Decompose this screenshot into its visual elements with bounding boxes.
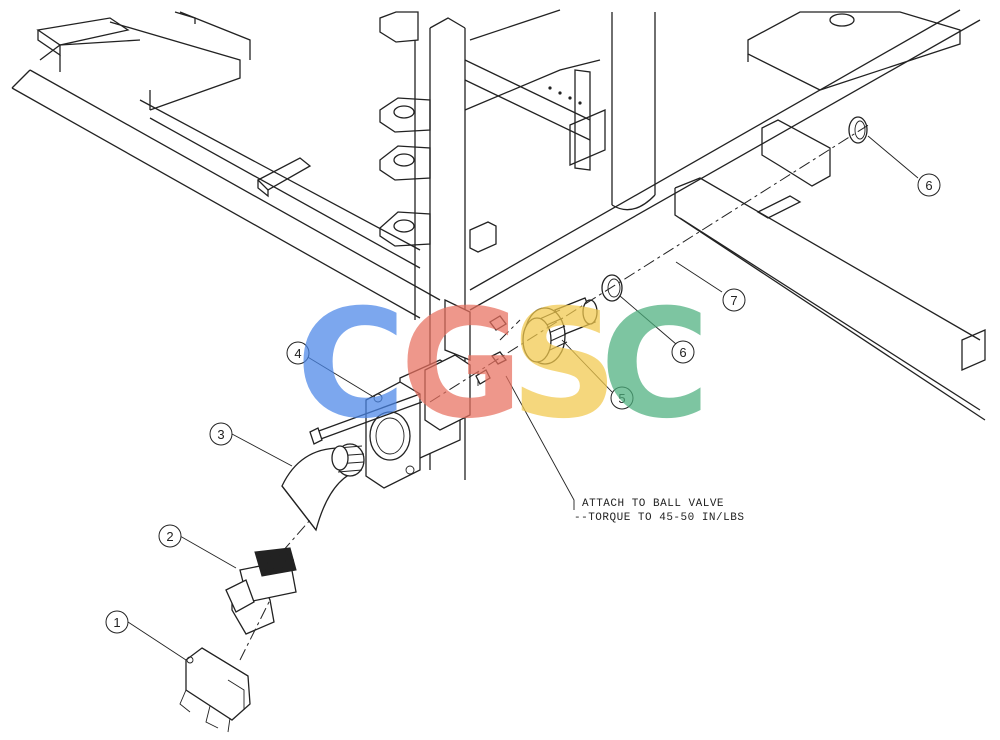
cam-lock-coupling (225, 547, 297, 635)
svg-text:2: 2 (166, 529, 173, 544)
svg-text:7: 7 (730, 293, 737, 308)
sealing-ring-lower (601, 274, 623, 302)
callout-7: 7 (722, 288, 746, 312)
callout-2: 2 (158, 524, 182, 548)
svg-text:C: C (296, 278, 406, 452)
watermark-logo: C G S C (296, 278, 710, 452)
trailer-frame (11, 9, 986, 480)
svg-text:3: 3 (217, 427, 224, 442)
svg-text:4: 4 (294, 346, 301, 361)
svg-text:--TORQUE TO 45-50 IN/LBS: --TORQUE TO 45-50 IN/LBS (574, 512, 744, 524)
assembly-note: ATTACH TO BALL VALVE --TORQUE TO 45-50 I… (574, 498, 744, 524)
assembly-centerlines (239, 123, 871, 661)
svg-text:6: 6 (925, 178, 932, 193)
svg-text:ATTACH TO BALL VALVE: ATTACH TO BALL VALVE (582, 498, 724, 510)
pipe-nipple-fitting (522, 297, 598, 365)
callout-leaders (127, 135, 919, 661)
elbow-fitting (281, 443, 365, 532)
svg-text:G: G (400, 278, 523, 452)
callout-6-upper: 6 (917, 173, 941, 197)
ball-valve-flange-assembly (309, 298, 507, 489)
svg-text:1: 1 (113, 615, 120, 630)
callout-6-lower: 6 (671, 340, 695, 364)
svg-text:5: 5 (618, 391, 625, 406)
svg-text:6: 6 (679, 345, 686, 360)
svg-text:S: S (510, 278, 618, 452)
sealing-ring-upper (848, 116, 868, 144)
callout-4: 4 (286, 341, 310, 365)
callout-3: 3 (209, 422, 233, 446)
dust-cap (179, 647, 251, 733)
callout-5: 5 (610, 386, 634, 410)
svg-text:C: C (600, 278, 710, 452)
callout-1: 1 (105, 610, 129, 634)
